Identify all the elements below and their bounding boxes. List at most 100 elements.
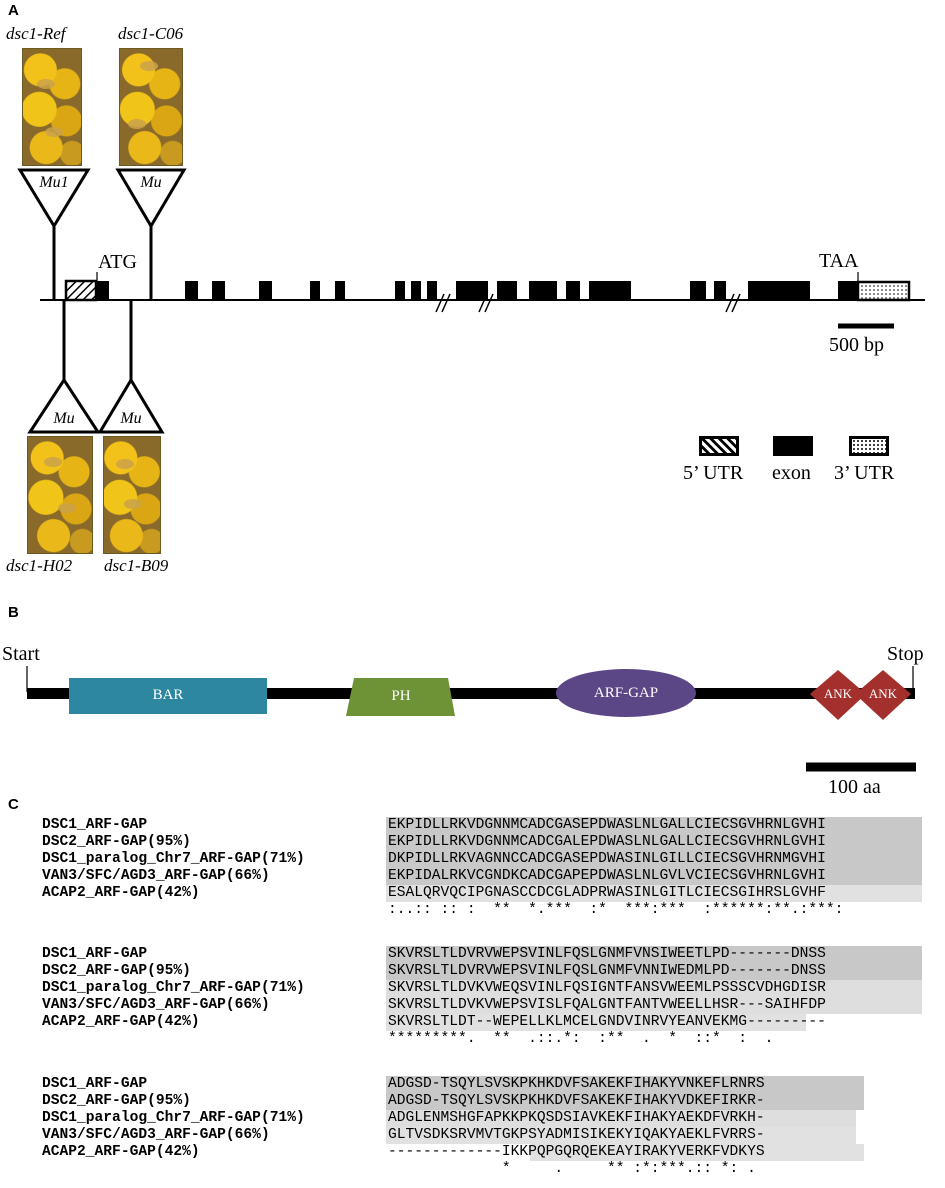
legend-utr5-swatch (699, 436, 739, 456)
sequence-row: SKVRSLTLDT--WEPELLKLMCELGNDVINRVYEANVEKM… (388, 1014, 826, 1030)
kernel-photo-h02 (27, 436, 93, 554)
intron-break-marks (435, 293, 741, 313)
panel-label-a: A (8, 2, 19, 19)
ank-domain-1 (810, 670, 866, 720)
arf-gap-domain-label: ARF-GAP (593, 685, 659, 701)
sequence-row: SKVRSLTLDVKVWEPSVISLFQALGNTFANTVWEELLHSR… (388, 997, 826, 1013)
highlight-row (386, 946, 922, 963)
sequence-row: -------------IKKPQPGQRQEKEAYIRAKYVERKFVD… (388, 1144, 765, 1160)
highlight-row (386, 885, 922, 902)
consensus-row: * . ** :*:***.:: *: . (388, 1161, 756, 1177)
sequence-row: EKPIDLLRKVDGNNMCADCGASEPDWASLNLGALLCIECS… (388, 817, 826, 833)
seq-name: DSC2_ARF-GAP(95%) (42, 1093, 191, 1109)
exon (411, 281, 421, 300)
seq-name: DSC1_paralog_Chr7_ARF-GAP(71%) (42, 851, 305, 867)
seq-name: DSC1_ARF-GAP (42, 1076, 148, 1092)
kernel-photo-c06 (119, 48, 183, 166)
mu1-insertion-triangle (17, 168, 91, 229)
legend-utr3-swatch (849, 436, 889, 456)
allele-label-b09: dsc1-B09 (104, 556, 169, 575)
exon (566, 281, 580, 300)
panel-label-b: B (8, 604, 19, 621)
taa-label: TAA (819, 250, 859, 272)
exon (310, 281, 320, 300)
mu-label-c06: Mu (140, 174, 162, 191)
seq-name: ACAP2_ARF-GAP(42%) (42, 1014, 200, 1030)
exon (427, 281, 437, 300)
ph-domain-label: PH (391, 688, 411, 704)
highlight-row (386, 1014, 806, 1031)
exon (259, 281, 272, 300)
sequence-row: ADGSD-TSQYLSVSKPKHKDVFSAKEKFIHAKYVDKEFIR… (388, 1093, 765, 1109)
seq-name: DSC1_paralog_Chr7_ARF-GAP(71%) (42, 980, 305, 996)
exon (748, 281, 810, 300)
highlight-row (386, 817, 922, 834)
gene-model-diagram (17, 168, 925, 434)
seq-name: DSC1_ARF-GAP (42, 817, 148, 833)
exon (529, 281, 557, 300)
sequences-1: EKPIDLLRKVDGNNMCADCGASEPDWASLNLGALLCIECS… (388, 817, 843, 919)
mu-insertion-triangle-h02 (27, 377, 101, 434)
highlight-row (530, 1144, 864, 1161)
allele-label-ref: dsc1-Ref (6, 24, 66, 43)
seq-name: VAN3/SFC/AGD3_ARF-GAP(66%) (42, 868, 270, 884)
sequence-row: EKPIDLLRKVDGNNMCADCGALEPDWASLNLGALLCIECS… (388, 834, 826, 850)
sequence-row: ADGSD-TSQYLSVSKPKHKDVFSAKEKFIHAKYVNKEFLR… (388, 1076, 765, 1092)
seq-name: ACAP2_ARF-GAP(42%) (42, 885, 200, 901)
highlight-row (386, 980, 922, 997)
protein-backbone (27, 688, 915, 699)
exon (335, 281, 345, 300)
exon-last (838, 281, 858, 300)
legend-utr5-label: 5’ UTR (683, 462, 744, 484)
legend-utr3-label: 3’ UTR (834, 462, 895, 484)
arf-gap-domain (556, 669, 696, 717)
consensus-row: *********. ** .::.*: :** . * ::* : . (388, 1031, 774, 1047)
ank-domain-2-label: ANK (868, 686, 898, 701)
seq-name: VAN3/SFC/AGD3_ARF-GAP(66%) (42, 997, 270, 1013)
exon (456, 281, 488, 300)
kernel-photo-ref (22, 48, 82, 166)
stop-label: Stop (887, 643, 924, 665)
legend-exon-label: exon (772, 462, 811, 484)
highlight-row (386, 1127, 856, 1144)
highlight-row (386, 1093, 864, 1110)
sequence-names-2: DSC1_ARF-GAP DSC2_ARF-GAP(95%) DSC1_para… (42, 946, 305, 1031)
exon (714, 281, 726, 300)
panel-label-c: C (8, 796, 19, 813)
kernel-photo-b09 (103, 436, 161, 554)
highlight-row (386, 834, 922, 851)
sequence-row: SKVRSLTLDVRVWEPSVINLFQSLGNMFVNSIWEETLPD-… (388, 946, 826, 962)
highlight-row (386, 1110, 856, 1127)
consensus-row: :..:: :: : ** *.*** :* ***:*** :******:*… (388, 902, 844, 918)
utr5-box (64, 279, 98, 302)
seq-name: DSC1_ARF-GAP (42, 946, 148, 962)
seq-name: DSC2_ARF-GAP(95%) (42, 963, 191, 979)
ph-domain (346, 678, 455, 716)
sequence-row: DKPIDLLRKVAGNNCCADCGASEPDWASINLGILLCIECS… (388, 851, 826, 867)
sequence-names-3: DSC1_ARF-GAP DSC2_ARF-GAP(95%) DSC1_para… (42, 1076, 305, 1161)
ank-domain-1-label: ANK (823, 686, 853, 701)
exon-1 (95, 281, 109, 300)
highlight-row (386, 963, 922, 980)
sequence-names-1: DSC1_ARF-GAP DSC2_ARF-GAP(95%) DSC1_para… (42, 817, 305, 902)
start-label: Start (2, 643, 40, 665)
atg-label: ATG (98, 251, 137, 273)
seq-name: DSC1_paralog_Chr7_ARF-GAP(71%) (42, 1110, 305, 1126)
exon (212, 281, 225, 300)
scale-label-100aa: 100 aa (828, 776, 881, 798)
sequence-row: GLTVSDKSRVMVTGKPSYADMISIKEKYIQAKYAEKLFVR… (388, 1127, 765, 1143)
sequences-2: SKVRSLTLDVRVWEPSVINLFQSLGNMFVNSIWEETLPD-… (388, 946, 826, 1048)
exon (690, 281, 706, 300)
bar-domain (69, 678, 267, 714)
exon (497, 281, 517, 300)
sequence-row: ESALQRVQCIPGNASCCDCGLADPRWASINLGITLCIECS… (388, 885, 826, 901)
allele-label-h02: dsc1-H02 (6, 556, 73, 575)
ank-domain-2 (855, 670, 911, 720)
allele-label-c06: dsc1-C06 (118, 24, 184, 43)
exon (589, 281, 631, 300)
bar-domain-label: BAR (152, 687, 184, 703)
mu-insertion-triangle-b09 (97, 377, 165, 434)
mu1-label: Mu1 (39, 174, 69, 191)
mu-label-h02: Mu (53, 410, 75, 427)
seq-name: ACAP2_ARF-GAP(42%) (42, 1144, 200, 1160)
